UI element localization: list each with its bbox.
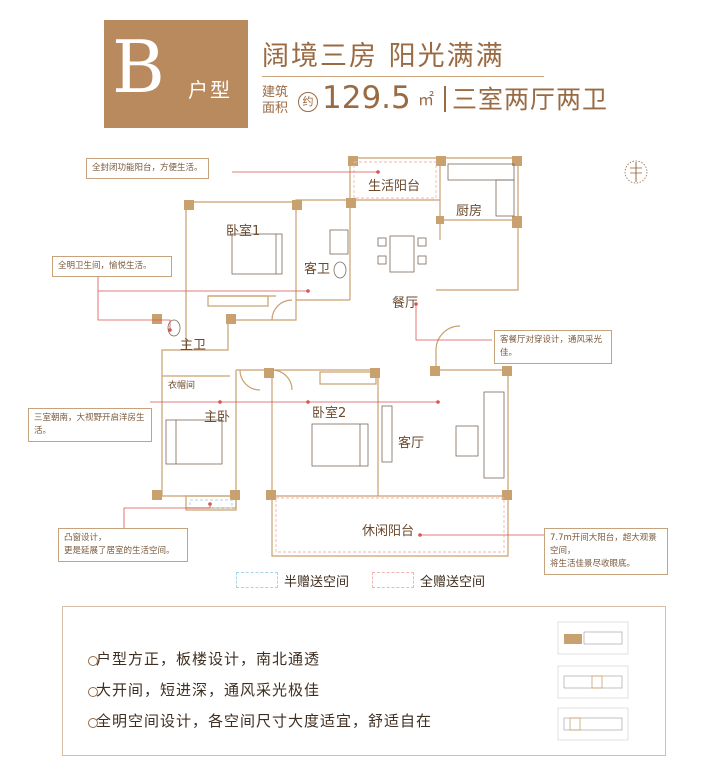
building-thumbnail-middle: [557, 665, 629, 699]
building-thumbnail-bottom: [557, 707, 629, 741]
room-closet: 衣帽间: [168, 381, 196, 391]
bullet-icon: [88, 718, 98, 728]
unit-type: 户型: [188, 78, 232, 102]
unit-letter: B: [112, 25, 165, 109]
room-leisure-balcony: 休闲阳台: [362, 524, 415, 539]
legend-full-swatch: [372, 572, 414, 588]
features-panel: [62, 606, 666, 756]
room-master-bedroom: 主卧: [204, 410, 231, 425]
feature-item: 户型方正，板楼设计，南北通透: [96, 650, 321, 668]
room-master-bath: 主卫: [180, 338, 207, 353]
area-prefix: 约: [298, 92, 318, 112]
headline-divider: [262, 76, 544, 77]
bullet-icon: [88, 656, 98, 666]
feature-item: 大开间，短进深，通风采光极佳: [96, 681, 321, 699]
note-dining-living: 客餐厅对穿设计，通风采光佳。: [494, 330, 612, 364]
note-functional-balcony: 全封闭功能阳台，方便生活。: [86, 158, 209, 179]
room-living: 客厅: [398, 436, 425, 451]
area-unit: ㎡: [418, 90, 435, 109]
legend-half-swatch: [236, 572, 278, 588]
legend-full-label: 全赠送空间: [420, 575, 486, 590]
room-config: 三室两厅两卫: [452, 85, 609, 114]
note-bay-window: 凸窗设计，更是延展了居室的生活空间。: [58, 528, 188, 562]
room-bedroom-2: 卧室2: [312, 406, 347, 421]
area-label: 建筑面积: [262, 85, 289, 116]
building-thumbnail-top: [557, 621, 629, 655]
floor-plan: [97, 156, 546, 557]
note-big-balcony: 7.7m开间大阳台，超大观景空间，将生活佳景尽收眼底。: [544, 528, 668, 575]
legend-half-label: 半赠送空间: [284, 575, 350, 590]
unit-badge: [104, 20, 248, 128]
header-separator: [444, 86, 446, 112]
room-bedroom-1: 卧室1: [226, 224, 261, 239]
feature-item: 全明空间设计，各空间尺寸大度适宜，舒适自在: [96, 712, 433, 730]
room-kitchen: 厨房: [456, 204, 483, 219]
note-bright-bathroom: 全明卫生间，愉悦生活。: [52, 256, 172, 277]
room-dining: 餐厅: [392, 296, 419, 311]
compass-icon: [624, 160, 648, 184]
headline: 阔境三房 阳光满满: [262, 41, 505, 72]
bullet-icon: [88, 687, 98, 697]
room-guest-bath: 客卫: [304, 262, 331, 277]
room-living-balcony: 生活阳台: [368, 179, 421, 194]
area-value: 129.5: [322, 80, 411, 116]
note-three-south-rooms: 三室朝南，大视野开启洋房生活。: [28, 408, 152, 442]
